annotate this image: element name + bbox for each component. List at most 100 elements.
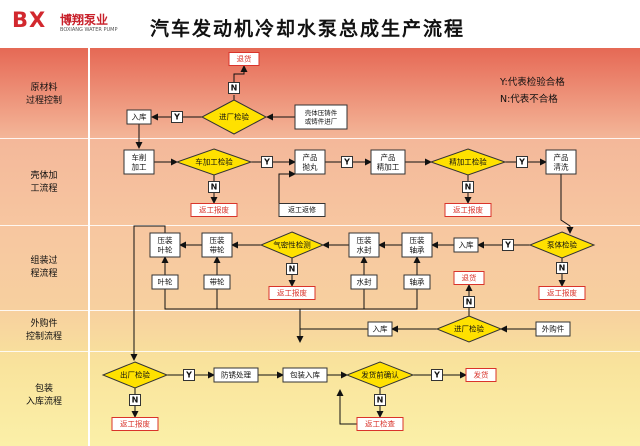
node-label: 返工报废	[453, 205, 483, 215]
node-shape	[171, 111, 183, 123]
turning-inspection: 车加工检验	[175, 148, 253, 176]
no-tag: N	[463, 296, 475, 308]
connector	[278, 170, 296, 210]
node-label: 压装	[210, 235, 225, 245]
stock-in-1: 入库	[126, 109, 152, 125]
connector	[336, 389, 357, 425]
node-label: N	[289, 265, 296, 274]
decision-shape	[259, 231, 325, 259]
lane-label-line: 原材料	[30, 83, 58, 93]
node-label: N	[559, 264, 566, 273]
rework-box-shot: 返工返修	[278, 203, 326, 217]
connector	[216, 289, 418, 310]
node-label: 壳体压铸件	[305, 108, 338, 117]
node-shape	[463, 296, 475, 308]
connector	[130, 225, 166, 361]
node-label: 或铸件进厂	[305, 116, 338, 125]
airtight-test: 气密性检测	[259, 231, 325, 259]
lane-purchased-parts	[0, 311, 640, 352]
incoming-inspection: 进厂检验	[200, 99, 268, 135]
connectors	[130, 65, 574, 425]
node-label: Y	[343, 158, 350, 167]
node-label: 防锈处理	[221, 370, 251, 380]
rework-check-box: 返工检查	[356, 417, 404, 431]
node-shape	[228, 52, 260, 66]
node-shape	[203, 274, 231, 290]
lane-label-line: 程流程	[30, 269, 58, 279]
no-tag: N	[556, 262, 568, 274]
scrap-box-airtight: 返工报废	[268, 286, 316, 300]
node-shape	[286, 263, 298, 275]
node-shape	[535, 321, 571, 337]
brand-name: 博翔泵业	[60, 13, 109, 27]
node-label: 外购件	[542, 324, 565, 334]
node-label: 出厂检验	[120, 370, 150, 380]
node-shape	[149, 232, 181, 258]
pre-shipment-check: 发货前确认	[345, 361, 415, 389]
finishing-inspection: 精加工检验	[429, 148, 507, 176]
node-shape	[350, 274, 378, 290]
node-shape	[401, 232, 433, 258]
node-shape	[201, 232, 233, 258]
scrap-box-finishing: 返工报废	[444, 203, 492, 217]
node-label: 带轮	[210, 277, 225, 287]
node-label: 加工	[132, 161, 147, 171]
lane-label-line: 包装	[34, 384, 53, 394]
rust-proofing: 防锈处理	[213, 367, 259, 383]
decision-shape	[175, 148, 253, 176]
node-label: 精加工	[377, 161, 400, 171]
node-shape	[431, 369, 443, 381]
node-shape	[228, 82, 240, 94]
yes-tag: Y	[171, 111, 183, 123]
node-shape	[516, 156, 528, 168]
decision-shape	[528, 231, 596, 259]
node-label: 抛丸	[303, 161, 318, 171]
lane-divider	[88, 48, 90, 446]
node-label: Y	[263, 158, 270, 167]
node-label: 退货	[462, 273, 477, 283]
legend: Y:代表检验合格 N:代表不合格	[500, 74, 565, 108]
yes-tag: Y	[261, 156, 273, 168]
return-box-1: 退货	[228, 52, 260, 66]
node-shape	[294, 104, 348, 130]
node-label: 发货前确认	[361, 370, 399, 380]
pump-body-inspection: 泵体检验	[528, 231, 596, 259]
scrap-box-turning: 返工报废	[190, 203, 238, 217]
node-shape	[282, 367, 328, 383]
node-shape	[294, 149, 326, 175]
node-shape	[356, 417, 404, 431]
node-label: 叶轮	[158, 277, 173, 287]
connector	[164, 289, 217, 310]
node-label: 车加工检验	[195, 157, 233, 167]
node-label: N	[231, 84, 238, 93]
page-title: 汽车发动机冷却水泵总成生产流程	[150, 18, 466, 40]
yes-tag: Y	[431, 369, 443, 381]
node-label: N	[377, 396, 384, 405]
node-shape	[190, 203, 238, 217]
node-shape	[462, 181, 474, 193]
node-shape	[111, 417, 159, 431]
node-label: 退货	[237, 54, 252, 64]
part-pulley: 带轮	[203, 274, 231, 290]
node-shape	[183, 369, 195, 381]
outsourced-parts: 外购件	[535, 321, 571, 337]
legend-no: N:代表不合格	[500, 94, 558, 105]
node-label: 叶轮	[158, 244, 173, 254]
node-shape	[261, 156, 273, 168]
node-label: 产品	[303, 152, 318, 162]
node-label: 泵体检验	[547, 240, 577, 250]
node-label: N	[466, 298, 473, 307]
node-shape	[348, 232, 380, 258]
lane-label-line: 过程控制	[25, 96, 62, 106]
node-label: 产品	[554, 152, 569, 162]
lane-raw-material	[0, 48, 640, 139]
incoming-inspection-2: 进厂检验	[435, 315, 503, 343]
lane-label-line: 外购件	[30, 319, 58, 329]
